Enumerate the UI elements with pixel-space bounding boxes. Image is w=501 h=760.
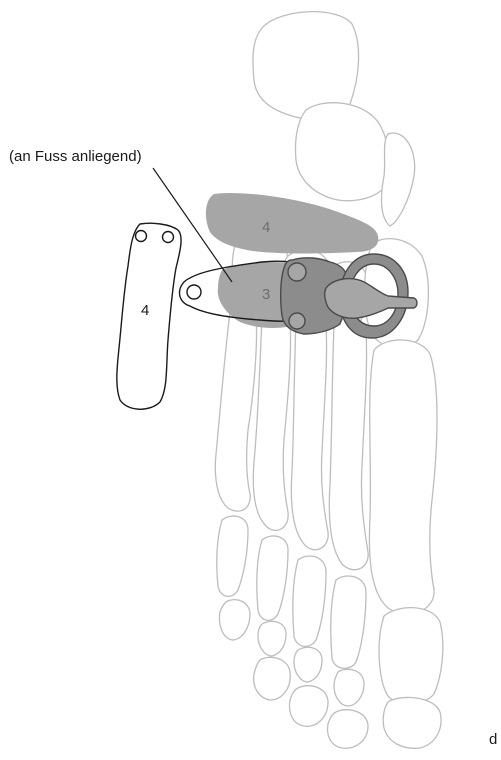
toe-2-proximal-phalanx bbox=[331, 576, 366, 668]
metatarsal-5-bone bbox=[215, 306, 256, 512]
toe-4-distal-phalanx bbox=[254, 657, 291, 700]
toe-3-distal-phalanx bbox=[290, 686, 328, 727]
label-gray-pad-3: 3 bbox=[262, 286, 270, 303]
toe-4-proximal-phalanx bbox=[257, 536, 288, 620]
splint-hole-right bbox=[163, 232, 174, 243]
gray-pad-4 bbox=[206, 193, 378, 254]
calcaneus-bone bbox=[253, 12, 359, 119]
hinge-rivet-top bbox=[288, 263, 306, 281]
link-plate-hole bbox=[187, 285, 201, 299]
hinge-rivet-bottom bbox=[289, 313, 305, 329]
toe-1-proximal-phalanx bbox=[379, 608, 443, 704]
navicular-bone bbox=[382, 133, 415, 226]
toe-3-middle-phalanx bbox=[294, 647, 322, 682]
metatarsal-3-bone bbox=[291, 314, 328, 550]
toe-2-middle-phalanx bbox=[334, 669, 364, 706]
toe-1-distal-phalanx bbox=[383, 697, 441, 748]
metatarsal-2-bone bbox=[329, 318, 368, 569]
toe-4-middle-phalanx bbox=[258, 621, 286, 656]
toe-5-proximal-phalanx bbox=[217, 516, 248, 596]
metatarsal-1-bone bbox=[369, 340, 437, 614]
metatarsal-4-bone bbox=[253, 310, 290, 530]
annotation-text: (an Fuss anliegend) bbox=[9, 148, 142, 165]
splint-hole-left bbox=[136, 231, 147, 242]
talus-bone bbox=[295, 103, 388, 201]
foot-skeleton bbox=[215, 12, 443, 749]
label-gray-pad-4: 4 bbox=[262, 219, 270, 236]
toe-3-proximal-phalanx bbox=[293, 556, 326, 646]
label-outline-splint-4: 4 bbox=[141, 302, 149, 319]
panel-letter: d bbox=[489, 731, 497, 748]
toe-5-distal-phalanx bbox=[220, 600, 251, 640]
toe-2-distal-phalanx bbox=[328, 710, 368, 749]
